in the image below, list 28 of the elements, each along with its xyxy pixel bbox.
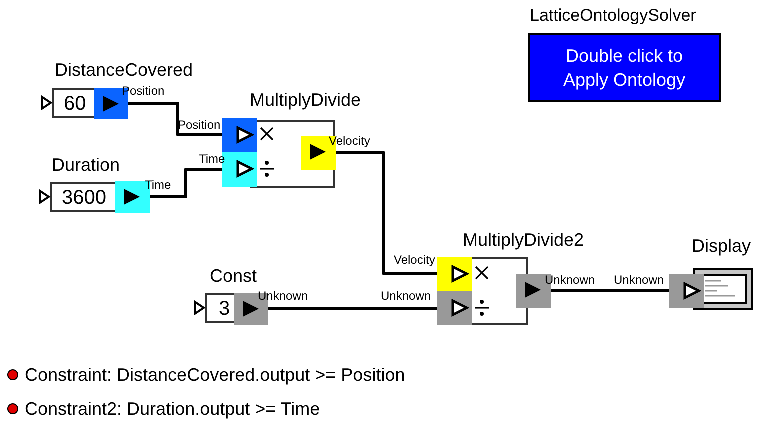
block-title: Display xyxy=(692,237,752,255)
port-label: Unknown xyxy=(545,274,596,286)
port-label: Unknown xyxy=(381,290,432,302)
value-text: 60 xyxy=(64,94,86,114)
port xyxy=(437,257,472,291)
constraint-text: Constraint2: Duration.output >= Time xyxy=(25,398,320,420)
block-title: DistanceCovered xyxy=(55,61,194,79)
port-label: Velocity xyxy=(394,254,436,266)
solver-button: Double click to Apply Ontology xyxy=(528,33,721,102)
value-text: 3600 xyxy=(62,188,106,208)
port xyxy=(222,118,257,152)
block-title: LatticeOntologySolver xyxy=(530,7,696,24)
port-label: Unknown xyxy=(258,290,308,302)
value-text: 3 xyxy=(219,299,230,319)
connector-line xyxy=(150,168,222,198)
block-title: MultiplyDivide2 xyxy=(463,231,584,249)
block-title: MultiplyDivide xyxy=(250,91,362,109)
constraint-text: Constraint: DistanceCovered.output >= Position xyxy=(25,364,406,386)
connector-line xyxy=(551,290,669,292)
connector-line xyxy=(268,308,437,310)
block-title: Duration xyxy=(52,156,120,174)
port-label: Position xyxy=(178,119,221,131)
connector-line xyxy=(128,102,222,136)
block-title: Const xyxy=(210,267,258,285)
connector-line xyxy=(336,152,437,276)
port-label: Unknown xyxy=(614,274,664,286)
port xyxy=(669,274,704,308)
port xyxy=(437,291,472,325)
